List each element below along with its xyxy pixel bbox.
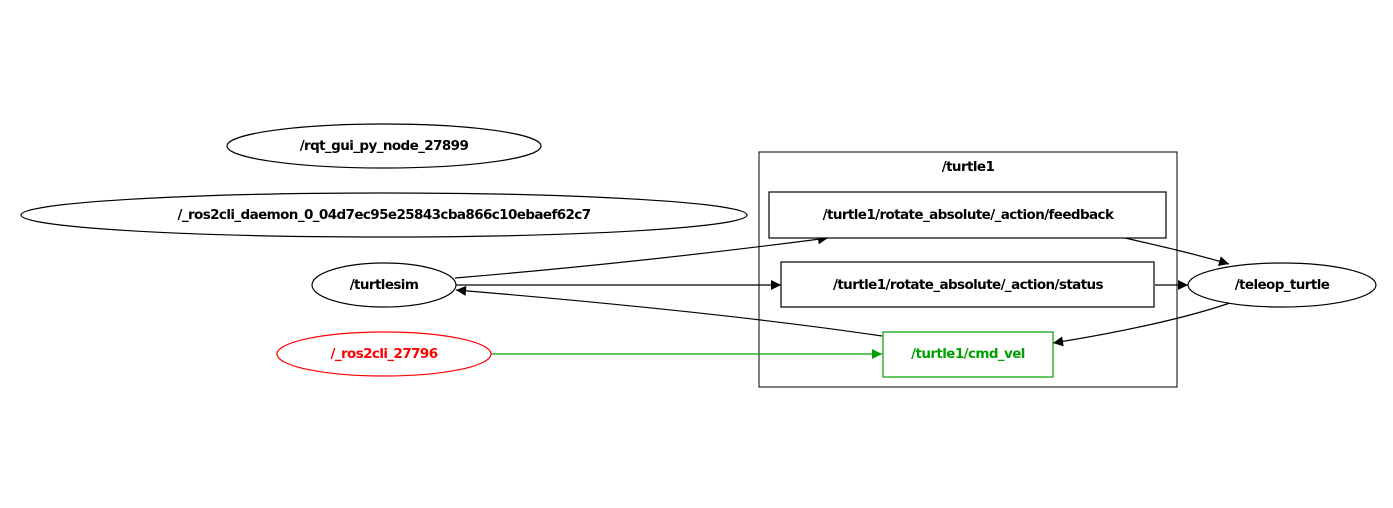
topic-box <box>768 191 1167 239</box>
node-ellipse <box>20 192 748 238</box>
node-ellipse <box>276 331 492 377</box>
edge-feedback-to-teleop[interactable] <box>1124 237 1230 266</box>
topic-cmd-vel[interactable]: /turtle1/cmd_vel <box>882 331 1054 378</box>
topic-label: /turtle1/cmd_vel <box>911 346 1025 362</box>
edges <box>454 234 1231 359</box>
node-rqt-gui[interactable]: /rqt_gui_py_node_27899 <box>226 123 542 169</box>
cluster-label: /turtle1 <box>942 159 995 175</box>
edge-turtlesim-to-feedback[interactable] <box>454 234 829 279</box>
cluster-turtle1[interactable]: /turtle1 <box>758 151 1178 388</box>
node-ellipse <box>226 123 542 169</box>
node-label: /rqt_gui_py_node_27899 <box>300 138 469 154</box>
topic-box <box>780 261 1155 308</box>
node-label: /_ros2cli_daemon_0_04d7ec95e25843cba866c… <box>177 207 590 223</box>
topic-box <box>882 331 1054 378</box>
topic-label: /turtle1/rotate_absolute/_action/feedbac… <box>823 207 1115 223</box>
node-label: /_ros2cli_27796 <box>330 346 437 362</box>
node-label: /teleop_turtle <box>1235 277 1330 293</box>
cluster-box <box>758 151 1178 388</box>
node-teleop-turtle[interactable]: /teleop_turtle <box>1187 262 1377 308</box>
node-ros2cli[interactable]: /_ros2cli_27796 <box>276 331 492 377</box>
node-label: /turtlesim <box>350 277 419 293</box>
edge-teleop-to-cmd-vel[interactable] <box>1052 302 1231 347</box>
topic-status[interactable]: /turtle1/rotate_absolute/_action/status <box>780 261 1155 308</box>
node-ellipse <box>311 262 457 308</box>
topic-label: /turtle1/rotate_absolute/_action/status <box>833 277 1104 293</box>
node-turtlesim[interactable]: /turtlesim <box>311 262 457 308</box>
node-ros2cli-daemon[interactable]: /_ros2cli_daemon_0_04d7ec95e25843cba866c… <box>20 192 748 238</box>
node-ellipse <box>1187 262 1377 308</box>
topic-feedback[interactable]: /turtle1/rotate_absolute/_action/feedbac… <box>768 191 1167 239</box>
edge-cmd-vel-to-turtlesim[interactable] <box>455 285 883 337</box>
